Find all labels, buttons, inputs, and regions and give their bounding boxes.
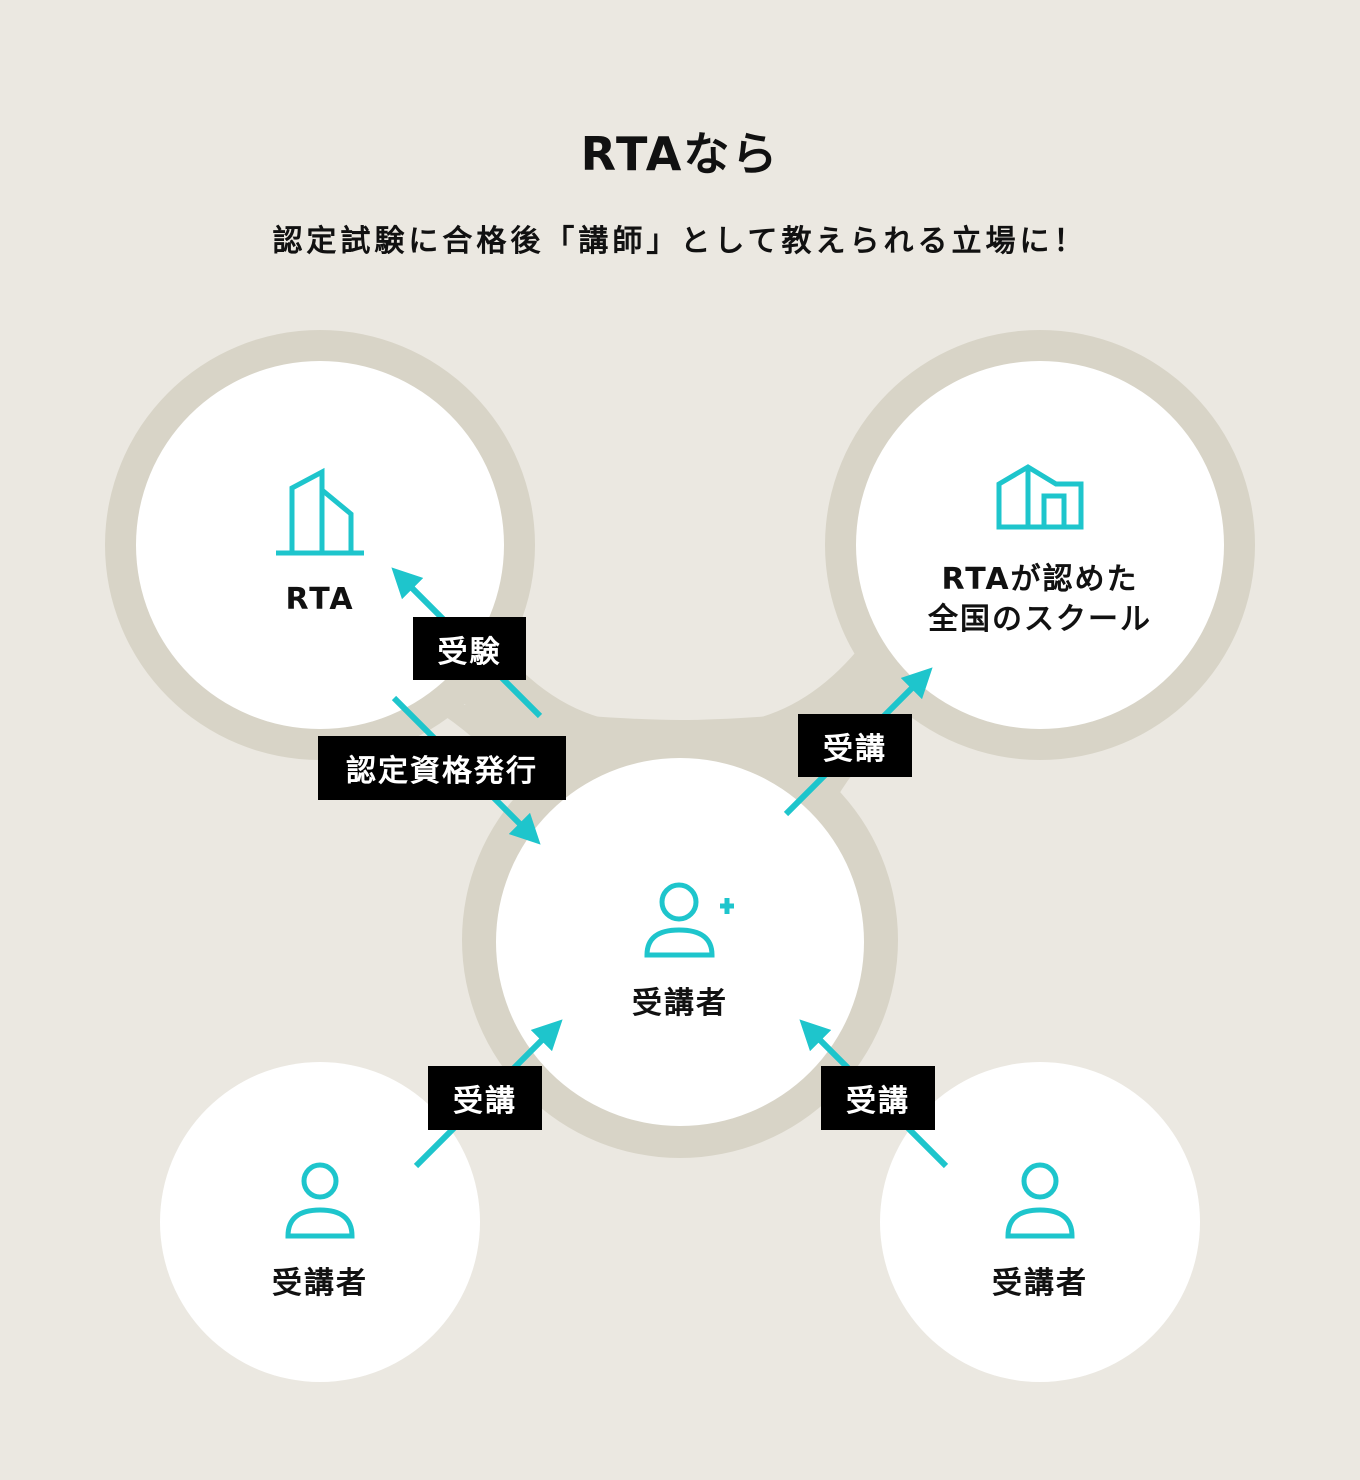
building-icon bbox=[276, 467, 364, 556]
node-schools-label-line2: 全国のスクール bbox=[928, 602, 1152, 637]
edge-tag-cert: 認定資格発行 bbox=[318, 736, 566, 800]
user-icon bbox=[285, 1162, 355, 1239]
page-title: RTAなら bbox=[580, 127, 780, 181]
node-center-label: 受講者 bbox=[632, 986, 728, 1021]
node-schools-circle bbox=[856, 361, 1224, 729]
node-center-circle bbox=[496, 758, 864, 1126]
edge-tag-exam: 受験 bbox=[413, 617, 526, 680]
node-rta-label: RTA bbox=[285, 582, 355, 617]
user-icon bbox=[1005, 1162, 1075, 1239]
node-bottom-right-label: 受講者 bbox=[992, 1266, 1088, 1301]
node-bottom-left-label: 受講者 bbox=[272, 1266, 368, 1301]
user-plus-icon bbox=[644, 882, 734, 958]
house-icon bbox=[996, 464, 1084, 530]
node-schools-label-line1: RTAが認めた bbox=[941, 562, 1139, 597]
edge-tag-from-left: 受講 bbox=[428, 1066, 542, 1130]
edge-tag-to-school: 受講 bbox=[798, 714, 912, 777]
page-subtitle: 認定試験に合格後「講師」として教えられる立場に！ bbox=[272, 224, 1088, 259]
node-bottom-left-circle bbox=[160, 1062, 480, 1382]
edge-tag-from-right: 受講 bbox=[821, 1066, 935, 1130]
node-bottom-right-circle bbox=[880, 1062, 1200, 1382]
